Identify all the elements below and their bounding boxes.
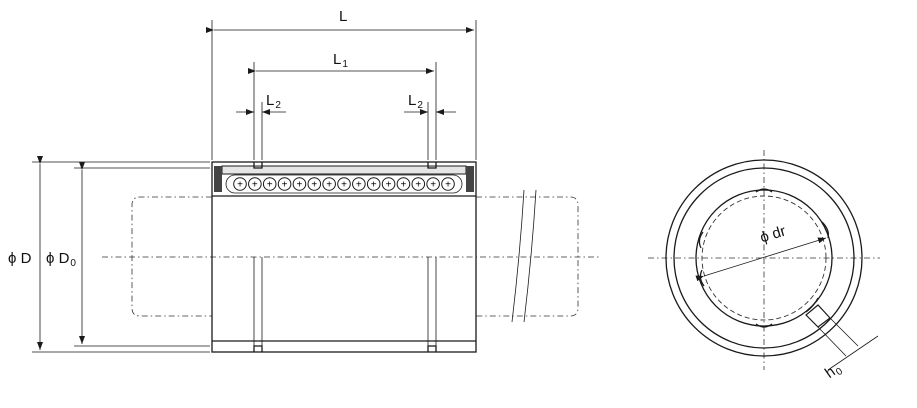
ball-symbol: +: [356, 180, 362, 191]
ball-symbol: +: [371, 180, 377, 191]
outer-ring: [665, 159, 863, 357]
ball-symbol: +: [401, 180, 407, 191]
side-view: + + + + + + + + + + + + + + +: [32, 20, 600, 353]
ball: [307, 177, 322, 191]
label-L2-left: L2: [266, 92, 281, 111]
ball: [248, 177, 262, 191]
ball-symbol: +: [386, 180, 392, 191]
inner-ring: [673, 167, 855, 349]
dim-line-dr: [695, 237, 827, 282]
ball-symbol: +: [267, 180, 273, 191]
ball-symbol: +: [311, 180, 317, 191]
end-view: [648, 150, 880, 371]
dim-line-h0: [827, 335, 879, 371]
ball-track: [225, 174, 463, 194]
ball: [366, 177, 381, 191]
ball-symbol: +: [445, 180, 451, 191]
ball: [277, 177, 292, 191]
label-L: L: [339, 8, 348, 25]
housing-sleeve: [221, 165, 467, 175]
break-mark-2: [523, 189, 537, 323]
ball: [426, 177, 440, 191]
bearing-body: [211, 161, 477, 353]
ball: [441, 177, 455, 191]
ext-line-h0-2: [829, 317, 859, 347]
break-mark-1: [511, 189, 525, 323]
shaft-outline-right: [476, 196, 579, 317]
ball-symbol: +: [430, 180, 436, 191]
ball-bumps: [698, 188, 830, 328]
ball: [233, 177, 247, 191]
groove-left-bottom: [253, 345, 263, 352]
groove-right-top: [427, 162, 437, 169]
ball-symbol: +: [252, 180, 258, 191]
ball: [322, 177, 336, 191]
ball-symbol: +: [282, 180, 288, 191]
ball: [352, 177, 366, 191]
ball: [262, 177, 277, 191]
ball-symbol: +: [237, 180, 243, 191]
ball-symbol: +: [341, 180, 347, 191]
groove-left-top: [253, 162, 263, 169]
ball: [337, 177, 351, 191]
shaft-outline: [131, 196, 212, 317]
seal-right: [466, 166, 474, 192]
ball-symbol: +: [415, 180, 421, 191]
seal-left: [214, 166, 222, 192]
ball-symbol: +: [297, 180, 303, 191]
ball: [396, 177, 411, 191]
groove-right-bottom: [427, 345, 437, 352]
ball: [411, 177, 426, 191]
ball-symbol: +: [326, 180, 332, 191]
ball: [292, 177, 307, 191]
ball-row: + + + + + + + + + + + + + + +: [233, 177, 455, 191]
label-D0: ϕ D0: [46, 250, 76, 269]
label-L2-right: L2: [408, 92, 423, 111]
ball: [381, 177, 396, 191]
label-D: ϕ D: [8, 250, 32, 267]
label-L1: L1: [333, 51, 348, 70]
ext-line-h0-1: [817, 326, 847, 357]
